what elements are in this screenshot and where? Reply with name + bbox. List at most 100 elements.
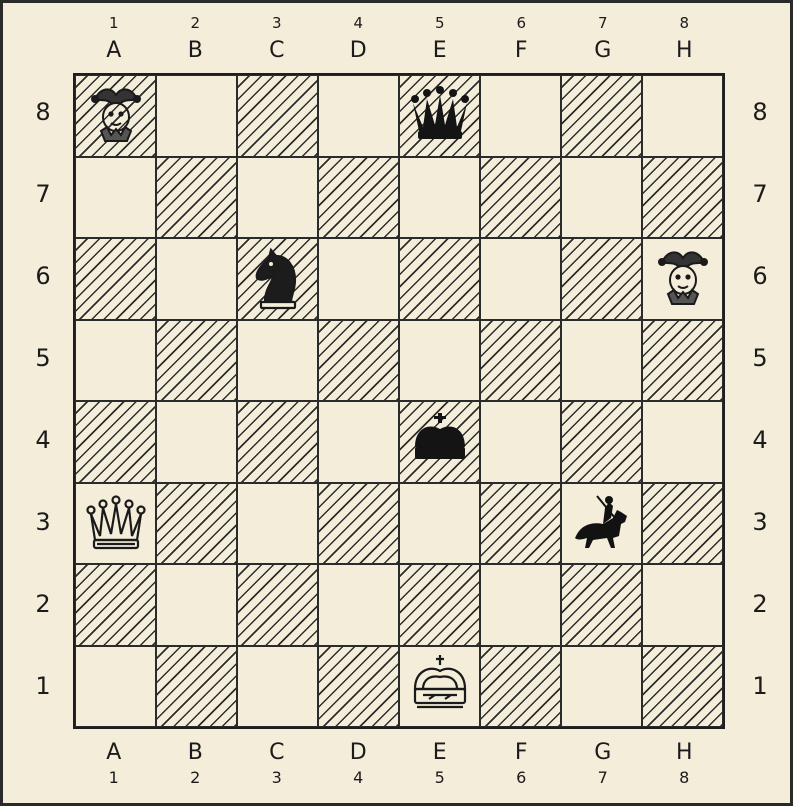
- square-f5[interactable]: [480, 320, 561, 402]
- file-number-bottom: 7: [583, 768, 623, 787]
- square-a3[interactable]: [75, 483, 156, 565]
- white-knight-icon[interactable]: [243, 244, 313, 314]
- square-g2[interactable]: [561, 564, 642, 646]
- file-letter-top: C: [257, 38, 297, 63]
- rank-label-left: 3: [28, 508, 58, 536]
- white-jester-icon[interactable]: [648, 244, 718, 314]
- white-king-icon[interactable]: [405, 651, 475, 721]
- square-f2[interactable]: [480, 564, 561, 646]
- square-a6[interactable]: [75, 238, 156, 320]
- chess-board: [73, 73, 725, 729]
- rank-label-left: 4: [28, 426, 58, 454]
- black-king-icon[interactable]: [405, 407, 475, 477]
- rank-label-right: 5: [745, 344, 775, 372]
- square-e4[interactable]: [399, 401, 480, 483]
- square-g4[interactable]: [561, 401, 642, 483]
- square-e8[interactable]: [399, 75, 480, 157]
- file-number-bottom: 5: [420, 768, 460, 787]
- black-horseman-icon[interactable]: [567, 488, 637, 558]
- square-c3[interactable]: [237, 483, 318, 565]
- file-number-top: 7: [583, 14, 623, 32]
- square-b8[interactable]: [156, 75, 237, 157]
- square-d5[interactable]: [318, 320, 399, 402]
- square-e2[interactable]: [399, 564, 480, 646]
- white-jester-icon[interactable]: [81, 81, 151, 151]
- file-letter-bottom: G: [583, 740, 623, 765]
- square-h1[interactable]: [642, 646, 723, 728]
- square-f3[interactable]: [480, 483, 561, 565]
- square-b7[interactable]: [156, 157, 237, 239]
- square-g8[interactable]: [561, 75, 642, 157]
- square-e1[interactable]: [399, 646, 480, 728]
- square-a8[interactable]: [75, 75, 156, 157]
- square-e6[interactable]: [399, 238, 480, 320]
- file-number-bottom: 4: [338, 768, 378, 787]
- rank-label-right: 3: [745, 508, 775, 536]
- square-d1[interactable]: [318, 646, 399, 728]
- square-f1[interactable]: [480, 646, 561, 728]
- square-d2[interactable]: [318, 564, 399, 646]
- square-b1[interactable]: [156, 646, 237, 728]
- square-a2[interactable]: [75, 564, 156, 646]
- square-h4[interactable]: [642, 401, 723, 483]
- square-a1[interactable]: [75, 646, 156, 728]
- square-g6[interactable]: [561, 238, 642, 320]
- square-a5[interactable]: [75, 320, 156, 402]
- rank-label-right: 4: [745, 426, 775, 454]
- square-g3[interactable]: [561, 483, 642, 565]
- square-d7[interactable]: [318, 157, 399, 239]
- square-a4[interactable]: [75, 401, 156, 483]
- square-b5[interactable]: [156, 320, 237, 402]
- white-queen-icon[interactable]: [81, 488, 151, 558]
- file-number-top: 3: [257, 14, 297, 32]
- square-h7[interactable]: [642, 157, 723, 239]
- file-number-bottom: 3: [257, 768, 297, 787]
- square-f7[interactable]: [480, 157, 561, 239]
- rank-label-left: 8: [28, 98, 58, 126]
- file-number-top: 8: [664, 14, 704, 32]
- square-e5[interactable]: [399, 320, 480, 402]
- square-g1[interactable]: [561, 646, 642, 728]
- file-letter-bottom: E: [420, 740, 460, 765]
- square-b4[interactable]: [156, 401, 237, 483]
- file-number-top: 2: [175, 14, 215, 32]
- file-number-top: 1: [94, 14, 134, 32]
- square-e3[interactable]: [399, 483, 480, 565]
- square-b3[interactable]: [156, 483, 237, 565]
- square-c1[interactable]: [237, 646, 318, 728]
- square-d6[interactable]: [318, 238, 399, 320]
- square-c6[interactable]: [237, 238, 318, 320]
- square-c7[interactable]: [237, 157, 318, 239]
- rank-label-right: 7: [745, 180, 775, 208]
- file-letter-top: B: [175, 38, 215, 63]
- rank-label-left: 2: [28, 590, 58, 618]
- square-e7[interactable]: [399, 157, 480, 239]
- file-number-bottom: 1: [94, 768, 134, 787]
- square-b6[interactable]: [156, 238, 237, 320]
- square-d4[interactable]: [318, 401, 399, 483]
- file-number-top: 6: [501, 14, 541, 32]
- file-number-bottom: 6: [501, 768, 541, 787]
- square-a7[interactable]: [75, 157, 156, 239]
- file-letter-top: D: [338, 38, 378, 63]
- square-h2[interactable]: [642, 564, 723, 646]
- square-h6[interactable]: [642, 238, 723, 320]
- black-queen-icon[interactable]: [405, 81, 475, 151]
- square-h8[interactable]: [642, 75, 723, 157]
- rank-label-right: 1: [745, 672, 775, 700]
- square-f6[interactable]: [480, 238, 561, 320]
- square-c5[interactable]: [237, 320, 318, 402]
- square-d3[interactable]: [318, 483, 399, 565]
- file-letter-bottom: C: [257, 740, 297, 765]
- square-d8[interactable]: [318, 75, 399, 157]
- square-f4[interactable]: [480, 401, 561, 483]
- square-c8[interactable]: [237, 75, 318, 157]
- square-h3[interactable]: [642, 483, 723, 565]
- square-g7[interactable]: [561, 157, 642, 239]
- square-g5[interactable]: [561, 320, 642, 402]
- square-f8[interactable]: [480, 75, 561, 157]
- square-c2[interactable]: [237, 564, 318, 646]
- square-b2[interactable]: [156, 564, 237, 646]
- square-c4[interactable]: [237, 401, 318, 483]
- square-h5[interactable]: [642, 320, 723, 402]
